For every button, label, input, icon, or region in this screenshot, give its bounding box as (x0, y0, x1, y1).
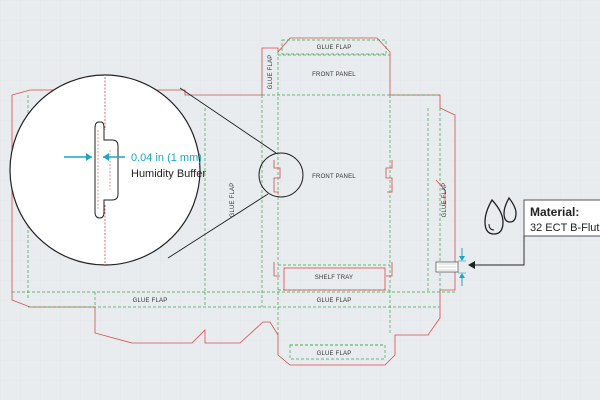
label-glue-flap-bottom: GLUE FLAP (317, 351, 352, 357)
slot-cutouts (273, 160, 446, 277)
dieline-cut-outline (11, 37, 456, 366)
label-glue-flap-bottom-center: GLUE FLAP (317, 298, 352, 304)
label-glue-flap-bottom-left: GLUE FLAP (133, 298, 168, 304)
label-glue-flap-left-vertical: GLUE FLAP (230, 183, 236, 218)
label-front-panel-top: FRONT PANEL (312, 72, 356, 78)
focus-circle (258, 152, 304, 198)
magnifier-connector-bottom (167, 193, 269, 259)
magnifier-connector-top (179, 87, 277, 154)
label-glue-flap-top-side: GLUE FLAP (268, 55, 274, 90)
water-drops-icon (484, 196, 517, 235)
magnifier (9, 74, 201, 266)
shelf-tray-outline (283, 267, 386, 291)
material-callout-box (523, 199, 600, 237)
glue-flap-bottom-panel (289, 344, 386, 360)
label-glue-flap-top: GLUE FLAP (317, 45, 352, 51)
material-title: Material: (530, 205, 579, 219)
glue-flap-top-panel (281, 39, 387, 55)
label-front-panel-center: FRONT PANEL (312, 174, 356, 180)
dimension-value: 0.04 in (1 mm) (131, 152, 202, 164)
dimension-indicator (64, 153, 125, 161)
label-shelf-tray: SHELF TRAY (315, 275, 353, 281)
humidity-buffer-caption: Humidity Buffer (131, 168, 206, 180)
thickness-indicator (435, 235, 525, 286)
label-glue-flap-right-vertical: GLUE FLAP (442, 183, 448, 218)
material-value: 32 ECT B-Flute (530, 222, 600, 234)
